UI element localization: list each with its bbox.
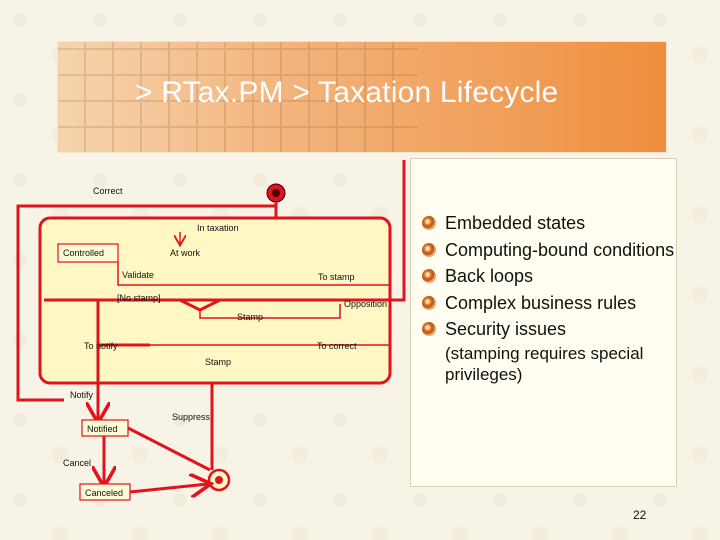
keyboard-texture: [58, 42, 418, 152]
transition-canceled-final: [129, 484, 208, 492]
bullet-item: Computing-bound conditions: [420, 237, 710, 264]
label-canceled: Canceled: [85, 488, 124, 498]
bullet-icon: [422, 242, 436, 257]
label-to-stamp: To stamp: [318, 272, 355, 282]
bullet-item: Back loops: [420, 263, 710, 290]
bullet-item: Complex business rules: [420, 290, 710, 317]
bullet-item: Embedded states: [420, 210, 710, 237]
bullet-icon: [422, 322, 436, 336]
label-stamp-2: Stamp: [205, 357, 232, 367]
bullet-text: Complex business rules: [445, 292, 637, 313]
transition-notified-final: [127, 426, 211, 472]
label-no-stamp: [No stamp]: [117, 293, 161, 303]
label-correct: Correct: [93, 186, 123, 196]
label-notified: Notified: [87, 424, 118, 434]
bullet-text: Security issues: [445, 319, 567, 339]
bullet-panel: [410, 158, 677, 487]
bullet-text: Embedded states: [445, 213, 586, 233]
bullet-icon: [422, 295, 436, 310]
bullet-subtext: (stamping requires special privileges): [445, 343, 644, 384]
final-state-core-icon: [215, 476, 223, 484]
slide-title: > RTax.PM > Taxation Lifecycle: [135, 76, 559, 109]
bullet-icon: [422, 216, 436, 230]
state-controlled: [57, 243, 119, 263]
transition-in-taxation-exit: [390, 160, 406, 302]
transition-stamp-1: [199, 304, 341, 319]
bullet-item: Security issues (stamping requires specia…: [420, 316, 710, 385]
page-number: 22: [633, 508, 647, 522]
label-to-correct: To correct: [317, 341, 357, 351]
bullet-text: Back loops: [445, 266, 534, 286]
bullet-list: Embedded states Computing-bound conditio…: [420, 210, 710, 385]
bullet-text: Computing-bound conditions: [445, 239, 675, 260]
label-suppress: Suppress: [172, 412, 211, 422]
label-notify: Notify: [70, 390, 94, 400]
initial-state-core-icon: [272, 189, 280, 197]
label-cancel: Cancel: [63, 458, 92, 468]
label-to-notify: To notify: [84, 341, 118, 351]
transition-validate: [117, 262, 390, 286]
title-banner: [58, 42, 666, 152]
label-controlled: Controlled: [63, 248, 105, 258]
bullet-icon: [422, 269, 436, 283]
label-in-taxation: In taxation: [197, 223, 239, 233]
label-opposition: Opposition: [344, 299, 388, 309]
label-stamp-1: Stamp: [237, 312, 264, 322]
label-at-work: At work: [170, 248, 201, 258]
label-validate: Validate: [122, 270, 154, 280]
